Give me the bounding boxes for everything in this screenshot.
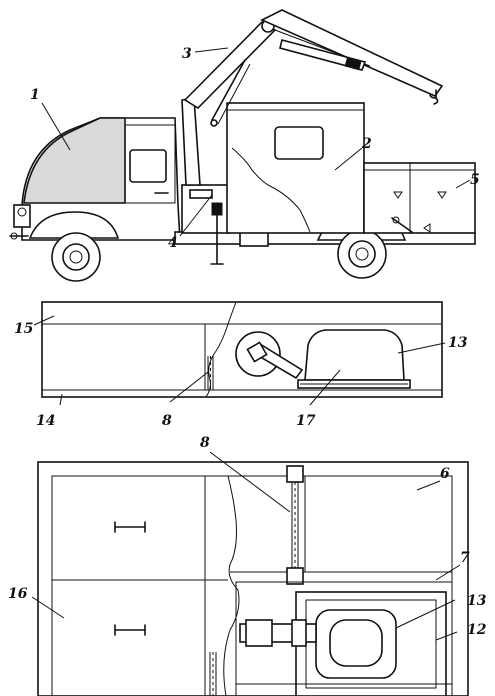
lift-cylinder-rod <box>217 63 251 125</box>
body-break-line <box>231 147 311 233</box>
transfer-arm-tip <box>246 341 268 363</box>
crane-upper-boom <box>260 9 444 97</box>
crane-base-cap <box>189 189 213 199</box>
lift-cylinder-pivot <box>210 119 218 127</box>
outrigger-clamp <box>211 202 223 216</box>
tow-hook-ring <box>10 232 18 240</box>
cargo-platform <box>363 162 476 234</box>
callout-5: 5 <box>470 172 480 188</box>
body-window <box>274 126 324 160</box>
leader-lines <box>31 47 471 641</box>
rear-wheel-hub <box>348 240 376 268</box>
tow-arm <box>391 217 413 233</box>
callout-12: 12 <box>467 622 487 638</box>
front-fender <box>28 211 120 239</box>
cab-roof-panel <box>23 117 126 204</box>
jib-cylinder-block <box>344 57 362 71</box>
jib-cylinder <box>279 39 367 71</box>
front-wheel-cap <box>69 250 83 264</box>
front-wheel-hub <box>62 243 90 271</box>
truck-side-view <box>9 9 476 282</box>
tow-arm-pivot <box>392 216 400 224</box>
callout-14: 14 <box>36 413 55 429</box>
chassis-bracket <box>239 231 269 247</box>
callout-7: 7 <box>460 550 470 566</box>
top-plan-view <box>37 461 469 696</box>
plan-break-line <box>223 475 240 696</box>
callout-13-bottom: 13 <box>467 593 487 609</box>
callout-2: 2 <box>361 136 372 152</box>
hook <box>429 93 439 105</box>
cab-door <box>124 124 176 204</box>
callout-1: 1 <box>30 87 40 103</box>
callout-6: 6 <box>440 466 450 482</box>
callout-15: 15 <box>14 321 33 337</box>
platform-marker-a <box>393 191 403 199</box>
headlight <box>17 207 27 217</box>
callout-13-top: 13 <box>448 335 468 351</box>
callout-8-top: 8 <box>162 413 172 429</box>
plan-rail-top-block <box>286 465 304 483</box>
rear-wheel-cap <box>355 247 369 261</box>
callout-3: 3 <box>182 46 192 62</box>
crane-lower-boom <box>183 20 277 110</box>
machine-bay-outer <box>235 581 453 696</box>
section-break-line <box>205 301 237 398</box>
machine-unit <box>304 329 405 381</box>
callout-labels: 1 2 3 4 5 15 13 14 8 17 8 6 7 16 13 12 <box>8 46 487 638</box>
platform-marker-b <box>437 191 447 199</box>
crane-column <box>181 97 201 186</box>
platform-marker-c <box>423 223 431 233</box>
callout-8-bottom: 8 <box>200 435 210 451</box>
equipment-body <box>226 102 365 234</box>
plan-machine-core <box>329 619 383 667</box>
plan-rail-bottom-block <box>286 567 304 585</box>
lift-cylinder <box>211 59 246 121</box>
cab-window <box>129 149 167 183</box>
plan-arm-end <box>291 619 307 647</box>
callout-4: 4 <box>168 235 178 251</box>
callout-17: 17 <box>296 413 316 429</box>
side-section-view <box>41 301 443 398</box>
plan-arm-block <box>245 619 273 647</box>
callout-16: 16 <box>8 586 28 602</box>
